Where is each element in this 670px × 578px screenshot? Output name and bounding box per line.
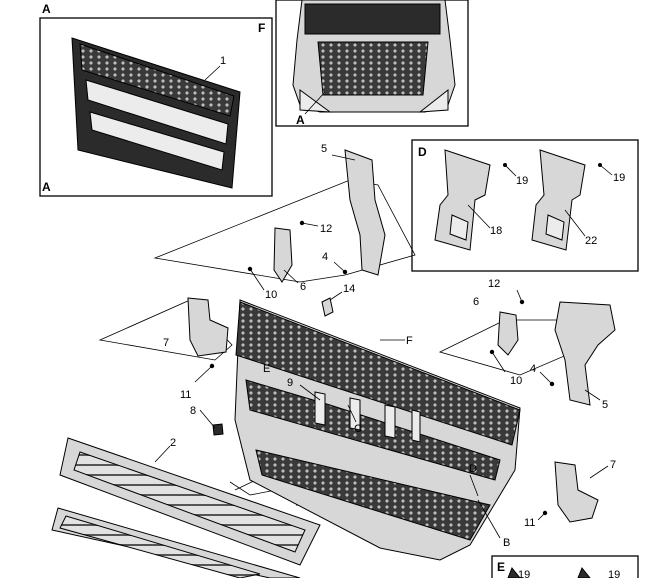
- callout-19-d-left: 19: [516, 175, 528, 187]
- bracket-22: [531, 149, 586, 251]
- callout-6-right: 6: [473, 296, 479, 308]
- view-label-a-truck: A: [296, 113, 305, 127]
- label-d-main: D: [469, 463, 477, 475]
- view-label-a: A: [42, 2, 51, 16]
- callout-19-e-left: 19: [518, 569, 530, 578]
- right-bracket-set: [489, 289, 616, 406]
- callout-4-left: 4: [322, 251, 328, 263]
- hinge-7-right: [554, 461, 599, 523]
- callout-19-d-right: 19: [613, 172, 625, 184]
- hinge-7-left: [187, 297, 229, 357]
- callout-18: 18: [490, 225, 502, 237]
- lower-grille-panel-2: [59, 437, 321, 566]
- bracket-5-left: [344, 149, 386, 276]
- bracket-6-right: [497, 311, 519, 356]
- bracket-18: [434, 149, 491, 251]
- bottom-grille-panel: [51, 507, 301, 578]
- callout-12-left: 12: [320, 223, 332, 235]
- label-e-main: E: [263, 363, 270, 375]
- callout-10-left: 10: [265, 289, 277, 301]
- upper-grille-bar-1: [85, 79, 229, 145]
- callout-10-right: 10: [510, 375, 522, 387]
- view-label-a-detail: A: [42, 180, 51, 194]
- callout-1: 1: [220, 55, 226, 67]
- callout-4-right: 4: [530, 363, 536, 375]
- fastener-8: [212, 423, 224, 436]
- callout-7-left: 7: [163, 337, 169, 349]
- callout-2: 2: [170, 437, 176, 449]
- callout-12-right: 12: [488, 278, 500, 290]
- truck-upper-grille: [304, 3, 441, 35]
- callout-22: 22: [585, 235, 597, 247]
- callout-11-left: 11: [180, 389, 191, 401]
- labels: A A F A D E 1 2 4 4 5 5 6 6 7 7 8 9 10 1…: [42, 2, 625, 578]
- detail-box-e: [491, 555, 639, 578]
- callout-5-left: 5: [321, 143, 327, 155]
- bracket-6-left: [273, 227, 293, 283]
- label-c: C: [354, 423, 362, 435]
- callout-5-right: 5: [602, 399, 608, 411]
- truck-front-view: [275, 0, 469, 127]
- bracket-5-right: [554, 301, 616, 406]
- main-grille-lower-mesh: [255, 449, 491, 541]
- view-label-e: E: [497, 560, 505, 574]
- view-label-d: D: [418, 145, 427, 159]
- callout-9: 9: [287, 377, 293, 389]
- truck-lower-grille: [317, 41, 429, 96]
- truck-headlamp-left: [299, 89, 332, 113]
- view-label-f-detail: F: [258, 21, 265, 35]
- detail-box-d: [411, 139, 639, 272]
- callout-8: 8: [190, 405, 196, 417]
- left-upper-bracket-set: [247, 149, 386, 291]
- callout-19-e-right: 19: [608, 569, 620, 578]
- callout-11-right: 11: [524, 517, 535, 529]
- callout-7-right: 7: [610, 459, 616, 471]
- left-hinge-set: [187, 297, 229, 436]
- label-f-main: F: [406, 335, 413, 347]
- detail-box-a: [39, 17, 273, 197]
- callout-14: 14: [343, 283, 355, 295]
- main-grille-f: [234, 299, 521, 561]
- main-grille-upper-mesh: [235, 301, 521, 446]
- right-hinge-set: [537, 461, 609, 523]
- truck-headlamp-right: [418, 88, 449, 113]
- label-b: B: [503, 537, 510, 549]
- upper-grille-bar-2: [89, 111, 225, 171]
- screw-14: [321, 297, 334, 317]
- upper-grille-mesh: [79, 43, 235, 117]
- callout-6-left: 6: [300, 281, 306, 293]
